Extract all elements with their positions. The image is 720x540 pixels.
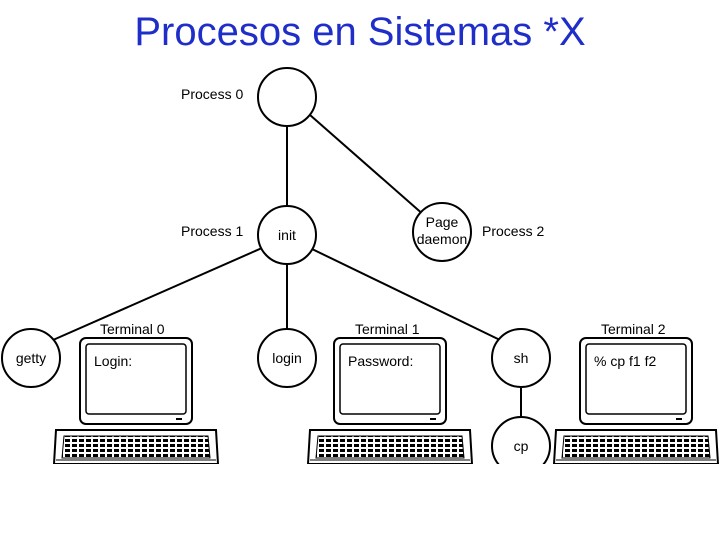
edge-process0-pagedaemon (309, 114, 426, 217)
sh-label: sh (514, 350, 529, 366)
process1-label: Process 1 (181, 223, 243, 239)
slide-title: Procesos en Sistemas *X (134, 10, 586, 54)
sh-node (491, 328, 551, 388)
edge-init-getty (52, 247, 263, 341)
terminal-2: Terminal 2 % cp f1 f2 (553, 321, 719, 465)
terminal-1-screen-text: Password: (348, 353, 413, 369)
cp-label: cp (514, 438, 529, 454)
getty-node (1, 328, 61, 388)
process0-node (257, 67, 317, 127)
pagedaemon-label-1: Page (426, 214, 459, 230)
terminal-2-label: Terminal 2 (601, 321, 666, 337)
process2-label: Process 2 (482, 223, 544, 239)
init-node (257, 205, 317, 265)
tree-edges (52, 114, 522, 418)
login-node (257, 328, 317, 388)
process0-label: Process 0 (181, 86, 243, 102)
terminal-0-screen-text: Login: (94, 353, 132, 369)
terminal-0-label: Terminal 0 (100, 321, 165, 337)
terminal-2-screen-text: % cp f1 f2 (594, 353, 656, 369)
login-label: login (272, 350, 302, 366)
init-label: init (278, 227, 296, 243)
terminal-1: Terminal 1 Password: (307, 321, 473, 465)
terminal-0: Terminal 0 Login: (53, 321, 219, 465)
getty-label: getty (16, 350, 46, 366)
pagedaemon-label-2: daemon (417, 231, 468, 247)
crop-mask (0, 464, 720, 540)
edge-init-sh (311, 248, 501, 341)
terminal-1-label: Terminal 1 (355, 321, 420, 337)
pagedaemon-node (412, 202, 472, 262)
